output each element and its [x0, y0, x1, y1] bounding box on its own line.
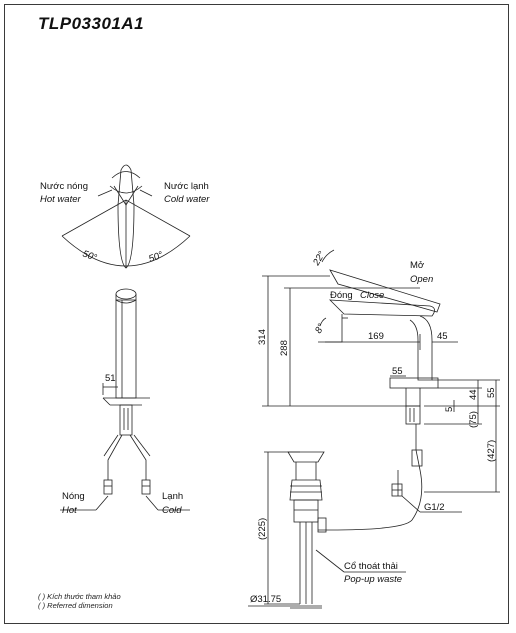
- close-vi: Đóng: [330, 290, 353, 301]
- drawing-frame: [4, 4, 509, 624]
- dim-55-right: 55: [486, 387, 497, 398]
- cold-water-en: Cold water: [164, 194, 210, 205]
- dim-45: 45: [437, 331, 448, 342]
- angle-22: 22°: [311, 249, 328, 268]
- model-code: TLP03301A1: [38, 14, 145, 33]
- note-vi: ( ) Kích thước tham khảo: [38, 592, 121, 601]
- angle-right: 50°: [147, 250, 164, 265]
- dim-169: 169: [368, 331, 384, 342]
- hot-water-en: Hot water: [40, 194, 81, 205]
- cold-water-vi: Nước lạnh: [164, 181, 209, 192]
- cold-vi: Lạnh: [162, 491, 183, 502]
- angle-8: 8°: [313, 322, 327, 336]
- dim-75: (75): [468, 411, 479, 428]
- waste-diameter: Ø31.75: [250, 594, 281, 605]
- thread-size: G1/2: [424, 502, 445, 513]
- hot-en: Hot: [62, 505, 77, 516]
- waste-view: [248, 451, 406, 609]
- front-view: [60, 288, 190, 511]
- dim-5: 5: [444, 407, 455, 412]
- hot-vi: Nóng: [62, 491, 85, 502]
- open-vi: Mở: [410, 260, 424, 271]
- top-view: [61, 164, 191, 269]
- side-view: [262, 249, 500, 531]
- close-en: Close: [360, 290, 384, 301]
- waste-vi: Cổ thoát thải: [344, 561, 398, 572]
- waste-en: Pop-up waste: [344, 574, 402, 585]
- dim-51: 51: [105, 373, 116, 384]
- angle-left: 50°: [81, 248, 98, 263]
- dim-314: 314: [257, 329, 268, 345]
- cold-en: Cold: [162, 505, 182, 516]
- hot-water-vi: Nước nóng: [40, 181, 88, 192]
- dim-44: 44: [468, 389, 479, 400]
- note-en: ( ) Referred dimension: [38, 601, 113, 610]
- dim-427: (427): [486, 440, 497, 462]
- open-en: Open: [410, 274, 433, 285]
- dim-225: (225): [257, 518, 268, 540]
- dim-55-left: 55: [392, 366, 403, 377]
- dim-288: 288: [279, 340, 290, 356]
